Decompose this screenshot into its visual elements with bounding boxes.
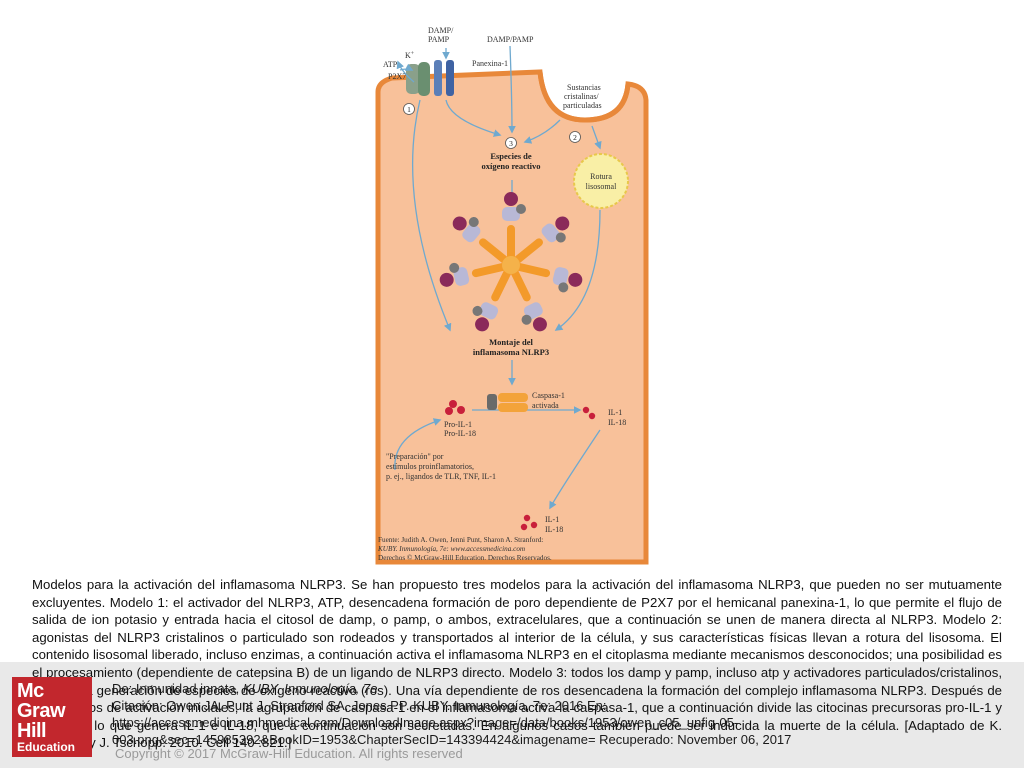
sustancias-label-2: cristalinas/ xyxy=(564,92,599,101)
citation-line-3: https://accessmedicina.mhmedical.com/Dow… xyxy=(112,715,739,730)
k-label: K+ xyxy=(405,51,415,60)
phagocytic-pocket xyxy=(537,71,631,123)
panexina-channel xyxy=(434,60,454,96)
figure-source-3: Derechos © McGraw-Hill Education. Derech… xyxy=(378,554,552,562)
il18-label-a: IL-18 xyxy=(608,418,626,427)
panexina-label: Panexina-1 xyxy=(472,59,508,68)
p2x7-receptor xyxy=(406,62,430,96)
arrow-lyso-inflam xyxy=(554,209,601,331)
damp-pamp-top-label: DAMP/PAMP xyxy=(487,35,534,44)
p2x7-label: P2X7 xyxy=(388,72,406,81)
caspasa-label-2: activada xyxy=(532,401,559,410)
sustancias-label-3: particuladas xyxy=(563,101,602,110)
inflammasome-complex xyxy=(439,192,583,332)
step-1-marker: 1 xyxy=(403,103,415,115)
pro-il-dots xyxy=(445,400,465,415)
arrow-k-out xyxy=(396,60,415,83)
damp-pamp-label-1: DAMP/ xyxy=(428,26,454,35)
caspasa-label-1: Caspasa-1 xyxy=(532,391,565,400)
prep-label-3: p. ej., ligandos de TLR, TNF, IL-1 xyxy=(386,472,496,481)
svg-text:3: 3 xyxy=(509,139,513,148)
especies-label-1: Especies de xyxy=(490,151,532,161)
figure-source-1: Fuente: Judith A. Owen, Jenni Punt, Shar… xyxy=(378,536,543,544)
proil18-label: Pro-IL-18 xyxy=(444,429,476,438)
figure-caption: Modelos para la activación del inflamaso… xyxy=(32,577,1002,751)
prep-label-2: estímulos proinflamatorios, xyxy=(386,462,474,471)
arrow-preparation xyxy=(394,418,442,471)
svg-text:lisosomal: lisosomal xyxy=(586,182,617,191)
arrow-damp-pamp xyxy=(508,45,516,134)
copyright-notice: Copyright © 2017 McGraw-Hill Education. … xyxy=(115,746,463,761)
svg-text:Rotura: Rotura xyxy=(590,172,612,181)
arrow-crystal-ros xyxy=(523,119,561,144)
caspase-1-activated xyxy=(487,393,528,412)
arrow-il-secretion xyxy=(549,429,601,510)
il18-label-b: IL-18 xyxy=(545,525,563,534)
footer-band xyxy=(0,662,1024,768)
especies-label-2: oxígeno reactivo xyxy=(481,161,540,171)
il1-label-b: IL-1 xyxy=(545,515,559,524)
il-dots-secreted xyxy=(520,514,538,531)
arrow-crystal-lyso xyxy=(591,125,602,150)
citation-line-2: Citación: Owen JA, Punt J, Stranford SA,… xyxy=(112,698,607,713)
il-dots-inside xyxy=(582,406,596,420)
damp-pamp-label-2: PAMP xyxy=(428,35,450,44)
montaje-label-2: inflamasoma NLRP3 xyxy=(473,347,549,357)
proil1-label: Pro-IL-1 xyxy=(444,420,472,429)
mcgraw-hill-logo: Mc Graw Hill Education xyxy=(12,677,92,757)
arrow-model1 xyxy=(411,99,452,332)
nlrp3-diagram: DAMP/ PAMP DAMP/PAMP K+ ATP P2X7 Panexin… xyxy=(375,26,649,565)
citation-line-4: 003.png&sec=145985392&BookID=1953&Chapte… xyxy=(112,732,792,747)
svg-text:2: 2 xyxy=(573,133,577,142)
arrow-panexina-in xyxy=(445,99,502,137)
prep-label-1: "Preparación" por xyxy=(386,452,444,461)
svg-text:1: 1 xyxy=(407,105,411,114)
citation-line-1: De: Inmunidad innata, KUBY. Inmunología,… xyxy=(112,681,378,696)
atp-label: ATP xyxy=(383,60,398,69)
figure-source-2: KUBY. Inmunología, 7e: www.accessmedicin… xyxy=(377,545,525,553)
step-2-marker: 2 xyxy=(569,131,581,143)
lysosome-rupture: Rotura lisosomal xyxy=(573,153,629,209)
montaje-label-1: Montaje del xyxy=(489,337,533,347)
citation-block: De: Inmunidad innata, KUBY. Inmunología,… xyxy=(112,680,962,748)
arrow-atp xyxy=(399,63,414,71)
step-3-marker: 3 xyxy=(505,137,517,149)
sustancias-label-1: Sustancias xyxy=(567,83,601,92)
il1-label-a: IL-1 xyxy=(608,408,622,417)
